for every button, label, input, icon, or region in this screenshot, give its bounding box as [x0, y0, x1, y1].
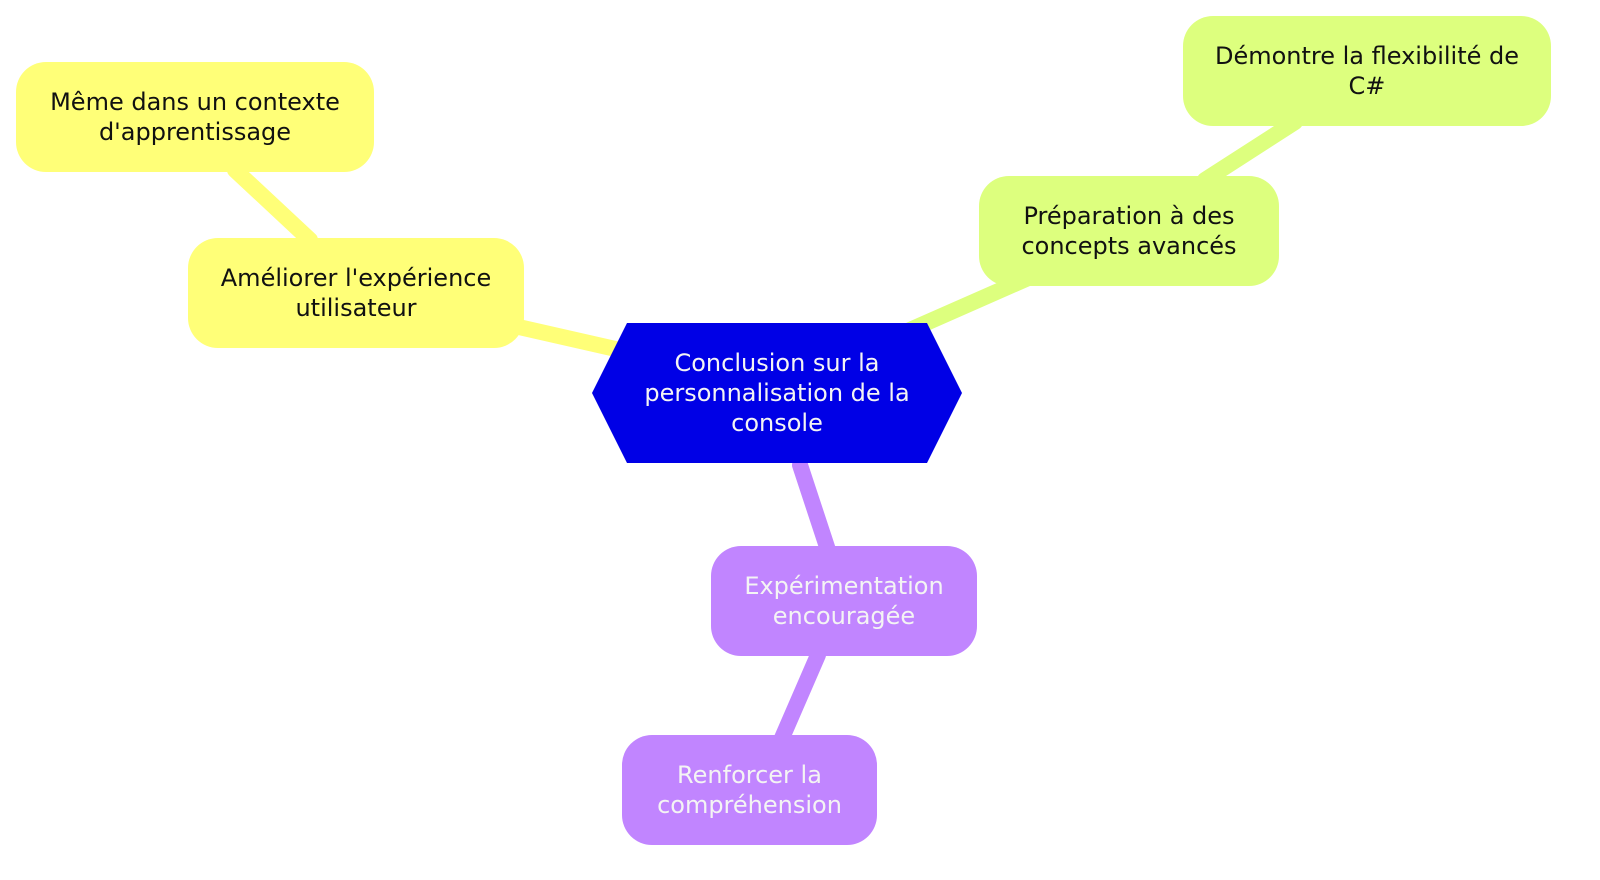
- edge-root-to-experimentation: [792, 457, 836, 558]
- edge-root-to-ameliorer: [502, 317, 628, 358]
- edge-preparation-to-demontre: [1197, 114, 1303, 188]
- node-meme-shape[interactable]: [16, 62, 374, 172]
- edge-ameliorer-to-meme: [227, 162, 318, 248]
- node-layer: [16, 16, 1551, 845]
- node-renforcer-shape[interactable]: [622, 735, 877, 845]
- node-demontre-shape[interactable]: [1183, 16, 1551, 126]
- root-node-hexagon[interactable]: [592, 323, 962, 463]
- node-ameliorer-shape[interactable]: [188, 238, 524, 348]
- node-preparation-shape[interactable]: [979, 176, 1279, 286]
- node-experimentation-shape[interactable]: [711, 546, 977, 656]
- edge-experimentation-to-renforcer: [774, 647, 826, 746]
- connector-layer: [227, 114, 1303, 746]
